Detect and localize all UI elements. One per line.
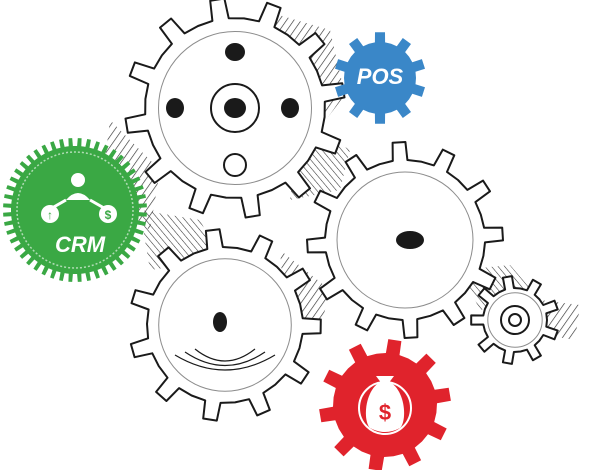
crm-label: CRM [55,232,106,257]
crm-dollar: $ [105,208,112,222]
gear-hole [166,98,184,118]
sketch-gears [124,0,559,422]
gear-hub [500,305,530,335]
money-bag-icon: $ [365,376,405,432]
gear-hole [224,98,246,118]
dollar-symbol: $ [379,400,391,425]
gear-hole [225,43,245,61]
gear-top-left-rim [158,31,312,185]
gear-swirl [184,351,266,367]
gear-swirl [194,348,256,362]
gear-badge [335,32,425,124]
people-network-icon: ↑ $ [41,173,117,223]
gear-swirl [174,354,276,371]
pos-label: POS [357,64,404,89]
crm-up-arrow: ↑ [47,208,53,222]
gear-hole [508,313,522,327]
gear-small-right [470,275,559,365]
gear-right-rim [336,171,474,309]
gear-hole [281,98,299,118]
money-badge: $ [319,339,451,470]
gear-bottom-left-rim [158,258,292,392]
gear-hub [396,231,424,249]
gear-hub [213,312,227,332]
gear-hole [223,153,247,177]
crm-badge: ↑ $ CRM [3,138,147,282]
gear-small-right-rim [487,292,543,348]
pos-badge: POS [335,32,425,124]
